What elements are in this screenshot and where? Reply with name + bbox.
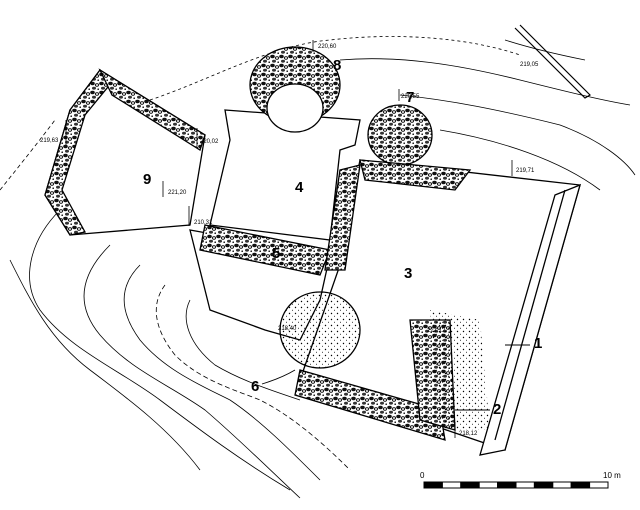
space-label-8: 8 bbox=[333, 57, 341, 74]
scale-bar-segment bbox=[533, 481, 554, 489]
fortress-walls bbox=[44, 46, 581, 456]
scale-bar-segment bbox=[478, 481, 499, 489]
elevation-mark: 218,12 bbox=[459, 431, 478, 437]
scale-bar-segment bbox=[570, 481, 591, 489]
space-label-1: 1 bbox=[534, 335, 542, 352]
scale-bar-start-label: 0 bbox=[420, 471, 425, 480]
space-label-4: 4 bbox=[295, 179, 304, 196]
scale-bar-segment bbox=[515, 481, 535, 489]
space-label-5: 5 bbox=[272, 245, 280, 262]
space-label-2: 2 bbox=[493, 401, 501, 418]
elevation-mark: 219,63 bbox=[40, 138, 59, 144]
elevation-mark: 221,12 bbox=[427, 328, 446, 334]
scale-bar-segment bbox=[497, 481, 517, 489]
elevation-mark: 221,20 bbox=[168, 190, 187, 196]
space-label-7: 7 bbox=[406, 89, 414, 106]
elevation-mark: 210,31 bbox=[194, 220, 213, 226]
elevation-marks: 219,63 220,02 220,60 210,31 221,20 219,7… bbox=[40, 40, 539, 438]
space-label-9: 9 bbox=[143, 171, 151, 188]
elevation-mark: 219,05 bbox=[520, 62, 539, 68]
scale-bar-segment bbox=[460, 481, 480, 489]
scale-bar-segment bbox=[589, 481, 609, 489]
label-leader-lines bbox=[261, 344, 530, 411]
elevation-mark: 220,55 bbox=[401, 94, 420, 100]
elevation-mark: 220,02 bbox=[200, 139, 219, 145]
scale-bar-segment bbox=[423, 481, 443, 489]
space-label-3: 3 bbox=[404, 265, 412, 282]
space-label-6: 6 bbox=[251, 378, 259, 395]
north-arrow bbox=[504, 24, 591, 99]
elevation-mark: 219,71 bbox=[516, 168, 535, 174]
scale-bar-end-label: 10 m bbox=[603, 471, 621, 480]
elevation-mark: 218,40 bbox=[278, 326, 297, 332]
elevation-mark: 220,60 bbox=[318, 44, 337, 50]
terrain-contours bbox=[0, 36, 636, 499]
scale-bar-segment bbox=[441, 481, 462, 489]
scale-bar: 0 10 m bbox=[420, 471, 621, 489]
scale-bar-segment bbox=[552, 481, 572, 489]
